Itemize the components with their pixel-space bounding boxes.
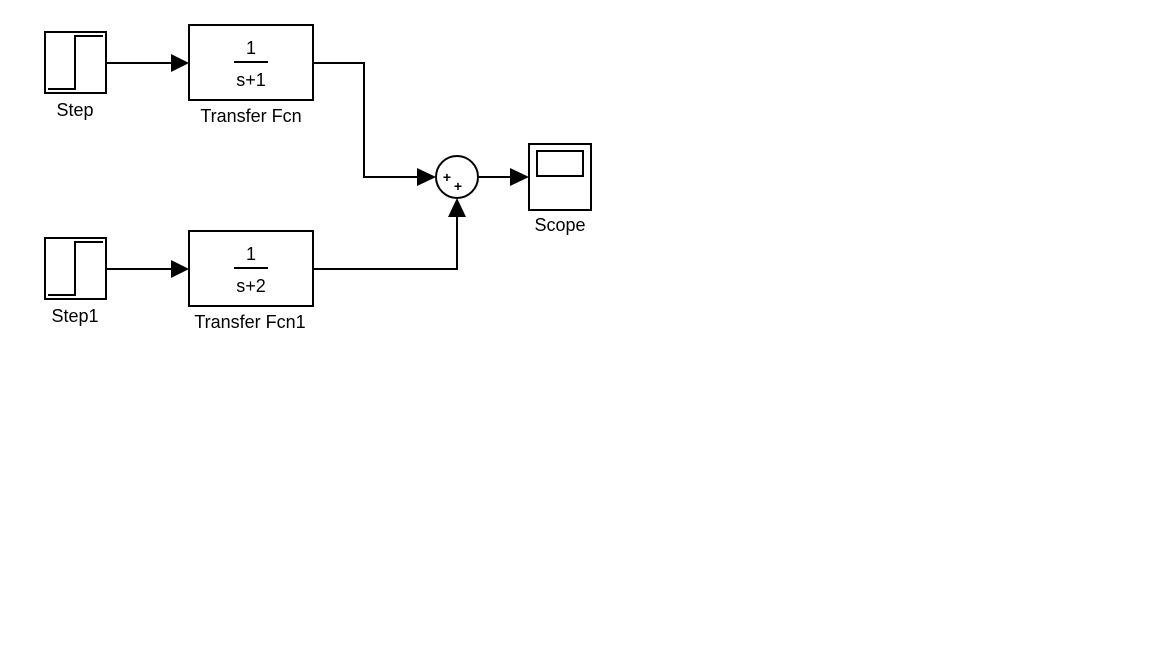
transfer-fcn1-label: Transfer Fcn1 — [194, 312, 305, 332]
transfer-fcn-numerator: 1 — [246, 38, 256, 58]
step1-label: Step1 — [51, 306, 98, 326]
transfer-fcn1-numerator: 1 — [246, 244, 256, 264]
arrowhead-sum-input-2 — [448, 198, 466, 217]
line-tf-to-sum[interactable] — [314, 62, 418, 178]
arrowhead-tf1-input — [171, 260, 189, 278]
sum-sign-2: + — [454, 178, 462, 194]
sum-sign-1: + — [443, 169, 451, 185]
transfer-fcn1-denominator: s+2 — [236, 276, 266, 296]
step1-block[interactable]: Step1 — [44, 237, 107, 326]
transfer-fcn-block[interactable]: 1 s+1 Transfer Fcn — [188, 24, 314, 126]
line-tf1-to-sum[interactable] — [314, 216, 458, 270]
step1-icon — [48, 241, 103, 296]
transfer-fcn-denominator: s+1 — [236, 70, 266, 90]
step-block[interactable]: Step — [44, 31, 107, 120]
transfer-fcn-label: Transfer Fcn — [200, 106, 301, 126]
scope-label: Scope — [534, 215, 585, 235]
arrowhead-scope-input — [510, 168, 529, 186]
arrowhead-tf-input — [171, 54, 189, 72]
step-label: Step — [56, 100, 93, 120]
transfer-fcn1-block[interactable]: 1 s+2 Transfer Fcn1 — [188, 230, 314, 332]
scope-block[interactable]: Scope — [528, 143, 592, 235]
step-icon — [48, 35, 103, 90]
scope-screen-icon — [536, 150, 584, 177]
signal-lines — [107, 54, 529, 278]
arrowhead-sum-input-1 — [417, 168, 436, 186]
sum-block[interactable]: + + — [435, 155, 479, 199]
